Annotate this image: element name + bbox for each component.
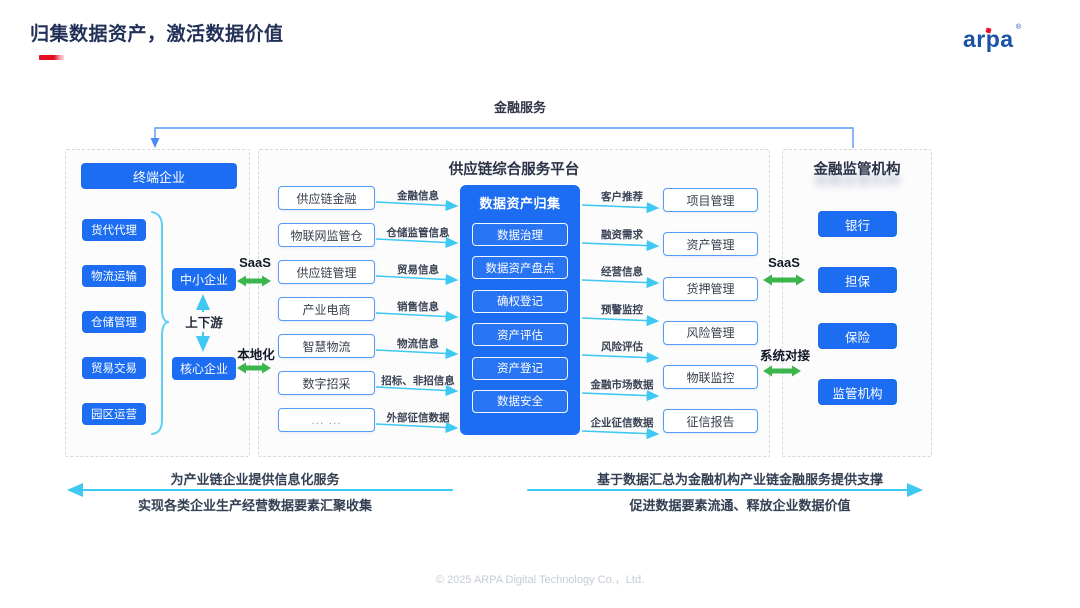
- regulator-item: 担保: [818, 267, 897, 293]
- title-accent-dash: [39, 55, 64, 60]
- target-box-list: 项目管理资产管理货押管理风险管理物联监控征信报告: [663, 188, 758, 434]
- hub-item: 确权登记: [472, 289, 568, 313]
- hub-item: 数据资产盘点: [472, 256, 568, 280]
- system-connect-label: 系统对接: [759, 349, 810, 363]
- sme-box: 中小企业: [172, 268, 236, 291]
- regulator-item: 监管机构: [818, 379, 897, 405]
- regulator-item: 保险: [818, 323, 897, 349]
- top-bracket-line: [150, 127, 854, 148]
- industry-item: 仓储管理: [82, 311, 146, 333]
- source-box: 数字招采: [278, 371, 375, 395]
- bottom-note-left-1: 为产业链企业提供信息化服务: [170, 472, 340, 487]
- logo-registered-mark: ®: [1015, 24, 1022, 31]
- source-info-labels: 金融信息仓储监管信息贸易信息销售信息物流信息招标、非招信息外部征信数据: [374, 186, 462, 445]
- bottom-note-right-1: 基于数据汇总为金融机构产业链金融服务提供支撑: [596, 472, 883, 487]
- source-info-label: 招标、非招信息: [381, 375, 455, 387]
- target-box: 项目管理: [663, 188, 758, 212]
- source-box: 产业电商: [278, 297, 375, 321]
- hub-item: 资产登记: [472, 356, 568, 380]
- output-info-label: 经营信息: [601, 266, 643, 279]
- industry-item: 货代代理: [82, 219, 146, 241]
- source-info-label: 外部征信数据: [386, 412, 450, 424]
- output-info-label: 融资需求: [601, 228, 643, 241]
- updown-label: 上下游: [185, 316, 223, 330]
- terminal-enterprises-box: 终端企业: [81, 163, 237, 189]
- output-info-label: 风险评估: [601, 341, 643, 354]
- hub-item: 数据安全: [472, 389, 568, 413]
- source-box-list: 供应链金融物联网监管仓供应链管理产业电商智慧物流数字招采 ... ...: [278, 186, 375, 432]
- industry-item: 贸易交易: [82, 357, 146, 379]
- bottom-note-left-2: 实现各类企业生产经营数据要素汇聚收集: [137, 498, 372, 513]
- target-box: 物联监控: [663, 365, 758, 390]
- source-box: 物联网监管仓: [278, 223, 375, 247]
- industry-list: 货代代理物流运输仓储管理贸易交易园区运营: [82, 219, 146, 425]
- source-box: 智慧物流: [278, 334, 375, 358]
- hub-item: 资产评估: [472, 323, 568, 347]
- regulators-panel-title: 金融监管机构: [813, 162, 901, 178]
- financial-regulators-panel: [782, 149, 932, 457]
- target-box: 征信报告: [663, 409, 758, 434]
- output-info-label: 客户推荐: [601, 191, 643, 203]
- industry-item: 园区运营: [82, 403, 146, 425]
- saas-label-left: SaaS: [239, 255, 271, 270]
- saas-label-right: SaaS: [768, 255, 800, 270]
- source-box: 供应链金融: [278, 186, 375, 210]
- source-info-label: 销售信息: [397, 301, 439, 313]
- bottom-note-right-2: 促进数据要素流通、释放企业数据价值: [629, 498, 851, 513]
- core-enterprise-box: 核心企业: [172, 357, 236, 380]
- source-box: 供应链管理: [278, 260, 375, 284]
- financial-services-label: 金融服务: [493, 100, 546, 115]
- output-info-labels: 客户推荐融资需求经营信息预警监控风险评估金融市场数据企业征信数据: [578, 187, 666, 450]
- platform-panel-title: 供应链综合服务平台: [448, 162, 580, 178]
- target-box: 风险管理: [663, 320, 758, 345]
- arpa-logo: arpa ®: [963, 24, 1021, 53]
- source-info-label: 物流信息: [397, 338, 439, 350]
- industry-item: 物流运输: [82, 265, 146, 287]
- output-info-label: 预警监控: [601, 303, 643, 316]
- source-info-label: 贸易信息: [397, 264, 439, 276]
- hub-item: 数据治理: [472, 223, 568, 246]
- source-info-label: 金融信息: [397, 190, 439, 202]
- local-deploy-label: 本地化: [237, 348, 275, 362]
- hub-item-list: 数据治理数据资产盘点确权登记资产评估资产登记数据安全: [472, 223, 568, 413]
- source-box: ... ...: [278, 408, 375, 432]
- page-title: 归集数据资产，激活数据价值: [30, 24, 284, 45]
- regulator-item: 银行: [818, 211, 897, 237]
- regulator-list: 银行担保保险监管机构: [818, 211, 897, 405]
- hub-title: 数据资产归集: [479, 196, 561, 211]
- target-box: 货押管理: [663, 276, 758, 301]
- target-box: 资产管理: [663, 232, 758, 257]
- data-asset-hub: 数据资产归集 数据治理数据资产盘点确权登记资产评估资产登记数据安全: [460, 185, 580, 435]
- copyright-footer: © 2025 ARPA Digital Technology Co.，Ltd.: [435, 574, 645, 586]
- source-info-label: 仓储监管信息: [386, 227, 450, 239]
- output-info-label: 企业征信数据: [590, 416, 654, 429]
- output-info-label: 金融市场数据: [590, 378, 654, 391]
